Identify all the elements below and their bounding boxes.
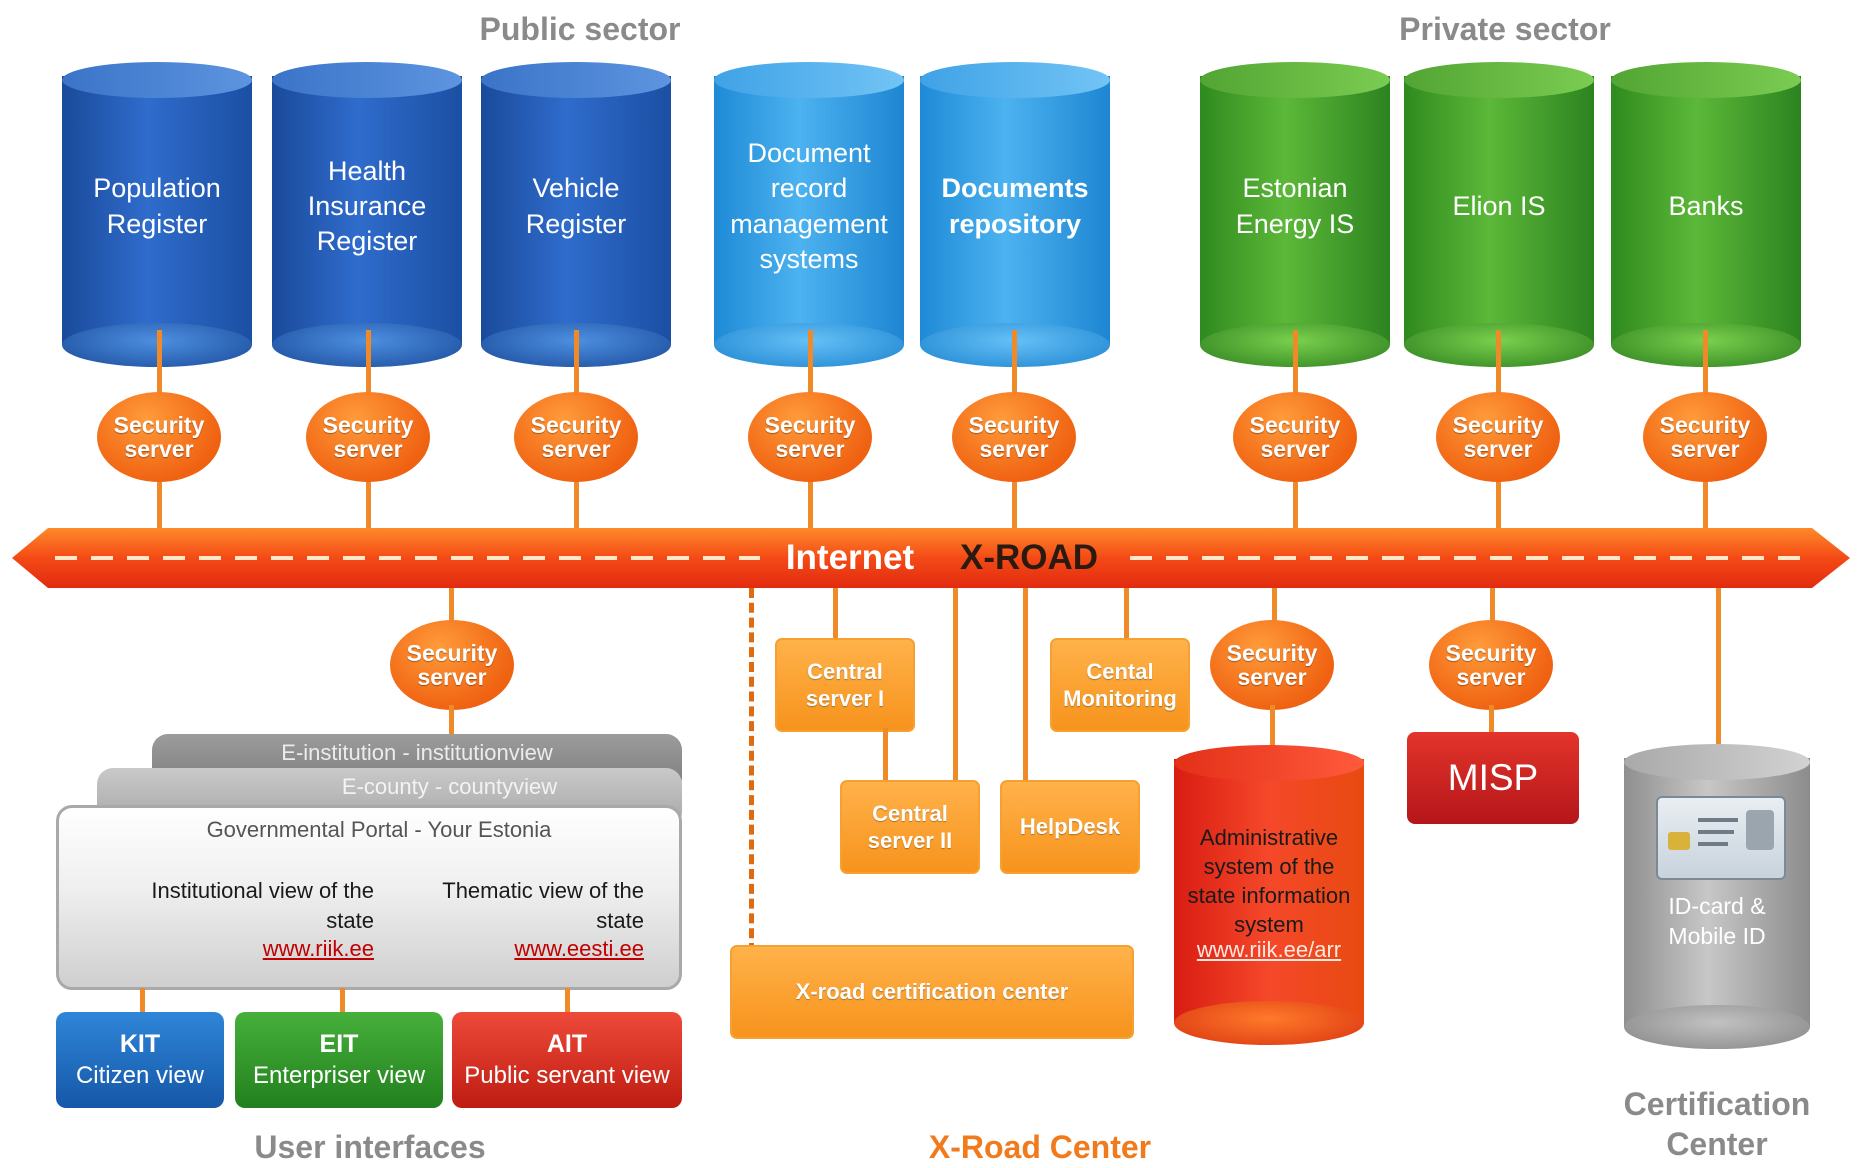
xroad-center-title: X-Road Center xyxy=(928,1128,1152,1165)
card-lines xyxy=(1698,842,1728,846)
chip-icon xyxy=(1668,832,1690,850)
user-interfaces-title: User interfaces xyxy=(254,1128,486,1165)
db-label: Document record management systems xyxy=(730,138,888,274)
db-label: Elion IS xyxy=(1452,190,1546,221)
central-monitoring: Cental Monitoring xyxy=(1050,638,1190,732)
card-lines xyxy=(1698,830,1734,834)
db-label: Health Insurance Register xyxy=(307,155,427,257)
connector xyxy=(1490,588,1495,628)
certification-center-title: Certification Center xyxy=(1623,1086,1811,1162)
security-server: Security server xyxy=(1429,620,1553,710)
eit-name: Enterpriser view xyxy=(252,1061,426,1089)
ait-name: Public servant view xyxy=(464,1061,670,1089)
eit-code: EIT xyxy=(319,1030,359,1059)
institution-view-label: E-institution - institutionview xyxy=(281,740,553,765)
security-server: Security server xyxy=(1643,392,1767,482)
security-server: Security server xyxy=(1233,392,1357,482)
xroad-backbone xyxy=(12,528,1850,588)
connector xyxy=(1270,705,1275,755)
security-server: Security server xyxy=(97,392,221,482)
ait-public-servant-view-button[interactable]: AIT Public servant view xyxy=(452,1012,682,1108)
public-sector-title: Public sector xyxy=(479,10,681,47)
eit-enterpriser-view-button[interactable]: EIT Enterpriser view xyxy=(235,1012,443,1108)
security-server: Security server xyxy=(306,392,430,482)
ait-code: AIT xyxy=(546,1030,588,1059)
vehicle-register-db: Vehicle Register xyxy=(481,62,671,367)
backbone-xroad-label: X-ROAD xyxy=(959,538,1099,577)
banks-db: Banks xyxy=(1611,62,1801,367)
connector xyxy=(449,705,454,735)
kit-name: Citizen view xyxy=(75,1061,205,1089)
connector xyxy=(1489,705,1494,735)
db-label: Population Register xyxy=(93,173,221,239)
security-server: Security server xyxy=(514,392,638,482)
thematic-view-text: Thematic view of the state xyxy=(442,878,644,933)
riik-link[interactable]: www.riik.ee xyxy=(262,936,374,961)
connector xyxy=(883,728,888,783)
connector xyxy=(1124,588,1129,640)
county-view-label: E-county - countyview xyxy=(341,774,558,799)
backbone-internet-label: Internet xyxy=(785,538,915,577)
governmental-portal-label: Governmental Portal - Your Estonia xyxy=(206,817,552,842)
document-record-management-db: Document record management systems xyxy=(714,62,904,367)
security-server: Security server xyxy=(1210,620,1334,710)
id-card-label: ID-card & Mobile ID xyxy=(1668,893,1766,949)
documents-repository-db: Documents repository xyxy=(920,62,1110,367)
connector xyxy=(1716,588,1721,748)
security-server: Security server xyxy=(952,392,1076,482)
admin-system-label: Administrative system of the state infor… xyxy=(1187,825,1351,938)
id-card-db: ID-card & Mobile ID xyxy=(1624,744,1810,1049)
connector xyxy=(565,988,570,1014)
portrait-icon xyxy=(1746,810,1774,850)
connector xyxy=(340,988,345,1014)
connector xyxy=(953,588,958,785)
connector xyxy=(140,988,145,1014)
central-server-2: Central server II xyxy=(840,780,980,874)
db-label: Vehicle Register xyxy=(525,173,627,239)
id-card-image xyxy=(1656,796,1786,880)
dashed-connector xyxy=(749,588,754,953)
private-sector-title: Private sector xyxy=(1399,10,1611,47)
governmental-portal-card: Governmental Portal - Your Estonia Insti… xyxy=(56,805,682,990)
connector xyxy=(1272,588,1277,628)
kit-citizen-view-button[interactable]: KIT Citizen view xyxy=(56,1012,224,1108)
misp-box: MISP xyxy=(1407,732,1579,824)
connector xyxy=(1023,588,1028,785)
db-label: Banks xyxy=(1668,190,1744,221)
security-server: Security server xyxy=(1436,392,1560,482)
central-server-1: Central server I xyxy=(775,638,915,732)
estonian-energy-db: Estonian Energy IS xyxy=(1200,62,1390,367)
kit-code: KIT xyxy=(119,1030,161,1059)
health-insurance-register-db: Health Insurance Register xyxy=(272,62,462,367)
connector xyxy=(833,588,838,640)
security-server: Security server xyxy=(748,392,872,482)
db-label: Documents repository xyxy=(941,173,1089,239)
eesti-link[interactable]: www.eesti.ee xyxy=(514,936,644,961)
arr-link[interactable]: www.riik.ee/arr xyxy=(1196,937,1342,962)
connector xyxy=(449,588,454,628)
population-register-db: Population Register xyxy=(62,62,252,367)
db-label: Estonian Energy IS xyxy=(1235,173,1355,239)
helpdesk: HelpDesk xyxy=(1000,780,1140,874)
security-server: Security server xyxy=(390,620,514,710)
card-lines xyxy=(1698,818,1738,822)
elion-db: Elion IS xyxy=(1404,62,1594,367)
institutional-view-text: Institutional view of the state xyxy=(151,878,374,933)
xroad-certification-center: X-road certification center xyxy=(730,945,1134,1039)
administrative-system-db: Administrative system of the state infor… xyxy=(1174,745,1364,1045)
